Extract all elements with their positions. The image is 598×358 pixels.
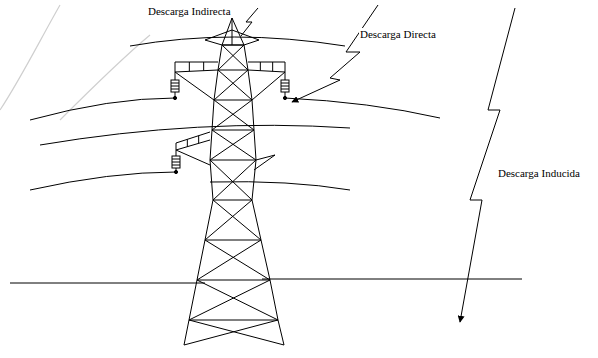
conductor	[30, 172, 176, 190]
conductor	[40, 125, 350, 145]
ground-line	[10, 283, 205, 284]
watermark-curve	[0, 5, 60, 110]
lightning-induced	[460, 8, 515, 322]
ground-line	[262, 279, 522, 280]
tower-lattice	[175, 18, 285, 345]
watermark-curve	[60, 35, 150, 120]
insulator	[171, 72, 179, 100]
conductor	[285, 98, 440, 118]
lightning-direct	[292, 5, 378, 102]
insulator	[172, 150, 180, 174]
insulator	[281, 72, 289, 100]
shield-wire	[130, 37, 345, 46]
lightning-indirect	[241, 8, 258, 36]
stroke-label: Descarga Directa	[359, 28, 437, 41]
conductor	[30, 98, 175, 120]
stroke-label: Descarga Inducida	[497, 167, 581, 180]
stroke-label: Descarga Indirecta	[147, 5, 232, 18]
